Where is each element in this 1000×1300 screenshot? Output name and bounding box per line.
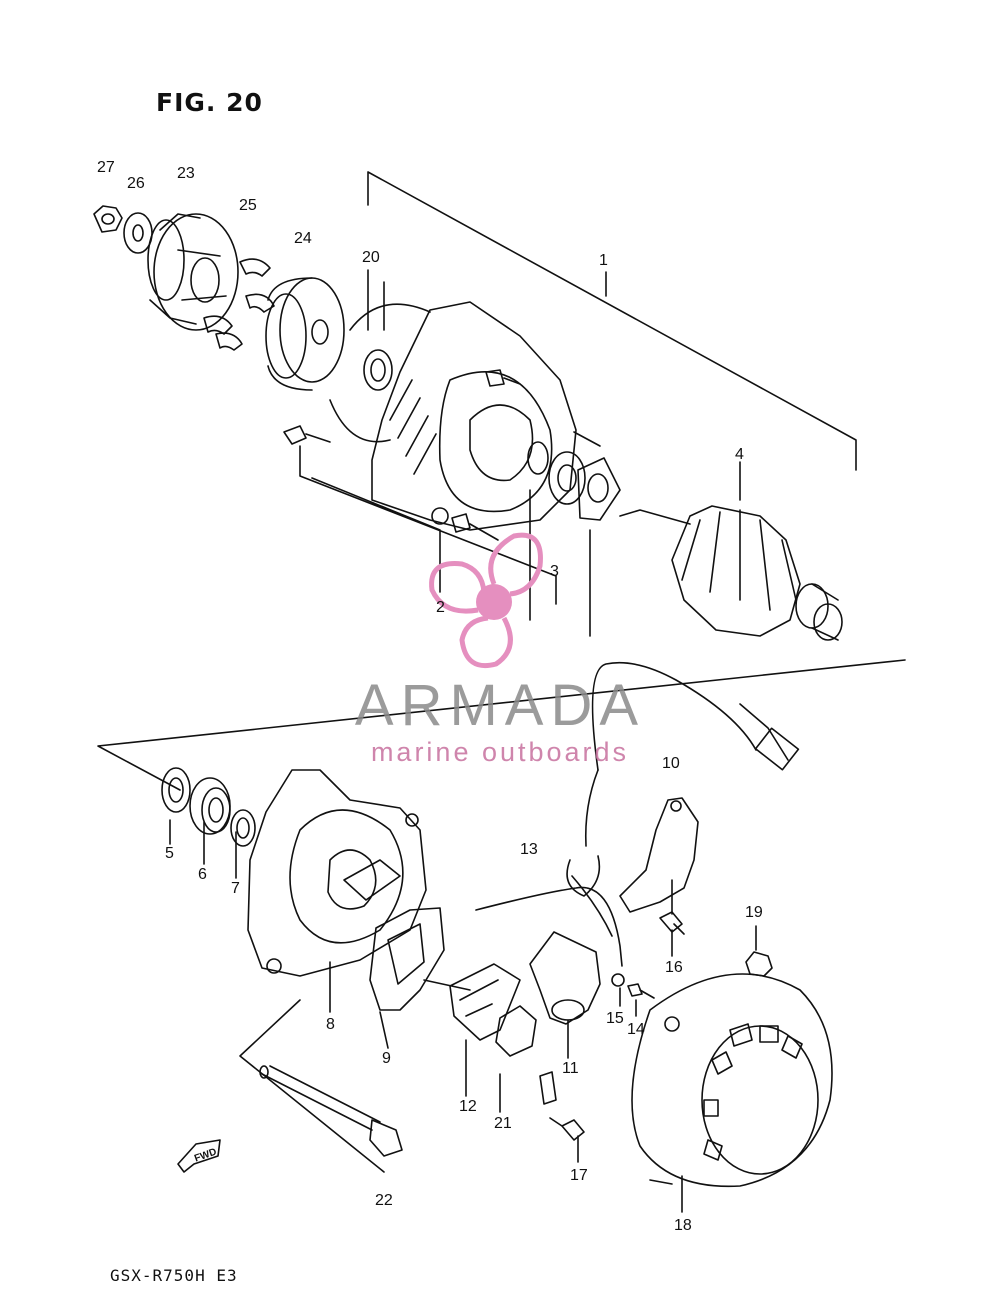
- end-cover-18: [631, 973, 833, 1188]
- front-housing: [371, 301, 577, 531]
- rectifier-9: [369, 907, 471, 1011]
- callout-21: 21: [494, 1115, 512, 1132]
- callout-23: 23: [177, 165, 195, 182]
- leader-lines: [169, 269, 757, 1213]
- callout-16: 16: [665, 959, 683, 976]
- callout-22: 22: [375, 1192, 393, 1209]
- callout-2: 2: [436, 599, 445, 616]
- fwd-label: FWD: [193, 1147, 218, 1165]
- bolt-22: [259, 1065, 403, 1157]
- brush-holder-12: [449, 963, 521, 1041]
- model-code: GSX-R750H E3: [110, 1266, 238, 1285]
- callout-3: 3: [550, 563, 559, 580]
- callout-13: 13: [520, 841, 538, 858]
- callout-1: 1: [599, 252, 608, 269]
- callout-17: 17: [570, 1167, 588, 1184]
- callout-labels: 1 2 3 4 5 6 7 8 9 10 11 12 13 14 15 16 1…: [97, 159, 763, 1234]
- bolt-lower: [451, 513, 499, 541]
- bolt-right: [573, 431, 601, 447]
- callout-26: 26: [127, 175, 145, 192]
- watermark-brand: ARMADA: [354, 673, 646, 738]
- regulator-11: [529, 931, 601, 1025]
- callout-20: 20: [362, 249, 380, 266]
- fwd-arrow-icon: [177, 1139, 221, 1173]
- screw-14: [627, 983, 655, 999]
- washer-26: [123, 212, 153, 254]
- callout-8: 8: [326, 1016, 335, 1033]
- bearing-20: [329, 303, 431, 443]
- assembly-bracket-line: [367, 171, 857, 471]
- wiring-harness-13: [475, 661, 800, 967]
- callout-27: 27: [97, 159, 115, 176]
- callout-19: 19: [745, 904, 763, 921]
- bolt-upper: [283, 425, 331, 445]
- nut-19: [745, 951, 773, 977]
- spacer-25: [203, 258, 275, 351]
- watermark-tagline: marine outboards: [370, 737, 630, 767]
- callout-10: 10: [662, 755, 680, 772]
- bolt-middle: [485, 369, 521, 387]
- watermark-propeller-icon: [429, 532, 543, 668]
- bearing-3: [527, 441, 621, 521]
- pulley-23: [147, 213, 239, 331]
- callout-5: 5: [165, 845, 174, 862]
- bearing-6: [189, 777, 231, 835]
- brush-21: [495, 1005, 557, 1105]
- callout-4: 4: [735, 446, 744, 463]
- callout-18: 18: [674, 1217, 692, 1234]
- seal-5: [161, 767, 191, 813]
- rear-housing-8: [247, 769, 427, 977]
- rotor-4: [619, 505, 843, 641]
- callout-24: 24: [294, 230, 312, 247]
- nut-27: [93, 205, 123, 233]
- callout-12: 12: [459, 1098, 477, 1115]
- callout-15: 15: [606, 1010, 624, 1027]
- bracket-10: [619, 797, 699, 913]
- ring-7: [230, 809, 256, 847]
- assembly-base-line: [97, 659, 906, 791]
- figure-title: FIG. 20: [156, 88, 263, 117]
- callout-7: 7: [231, 880, 240, 897]
- screw-16: [659, 911, 685, 935]
- washer-15: [611, 973, 625, 987]
- callout-9: 9: [382, 1050, 391, 1067]
- screw-17: [549, 1117, 585, 1141]
- callout-14: 14: [627, 1021, 645, 1038]
- fan-24: [265, 277, 345, 391]
- callout-6: 6: [198, 866, 207, 883]
- callout-11: 11: [562, 1060, 579, 1077]
- callout-25: 25: [239, 197, 257, 214]
